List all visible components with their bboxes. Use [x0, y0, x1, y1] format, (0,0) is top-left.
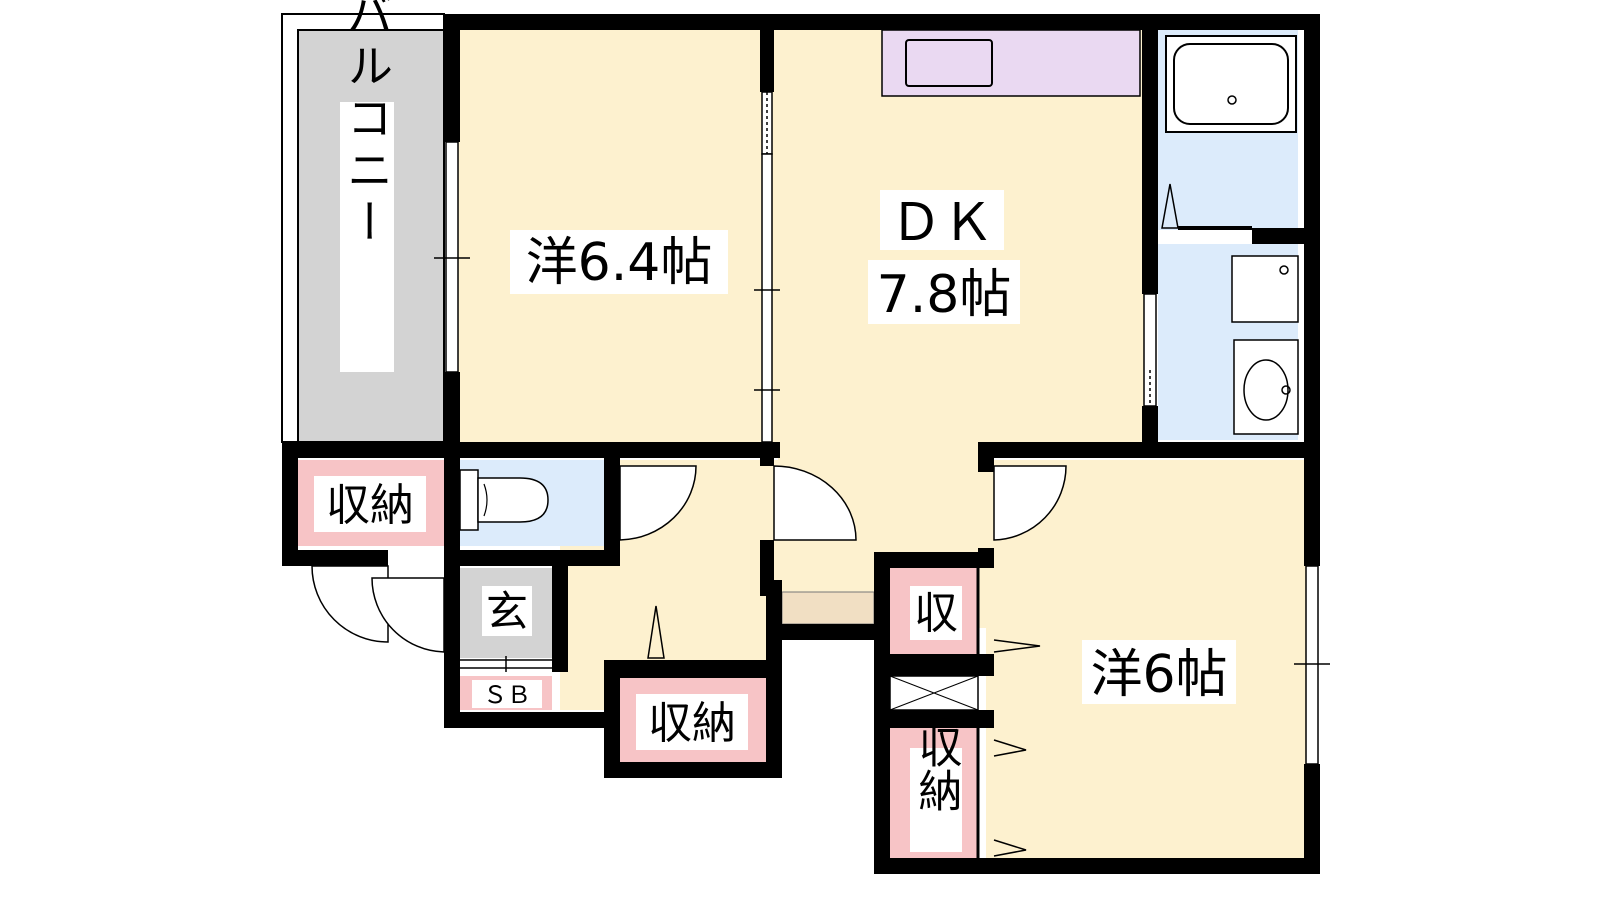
- hallway-step: [781, 591, 875, 625]
- balcony-label: バルコニー: [340, 0, 394, 250]
- storage-d-label: 収納: [911, 724, 962, 812]
- dk-size-label: 7.8帖: [877, 265, 1012, 325]
- toilet: [452, 460, 612, 546]
- doors: [311, 183, 1252, 858]
- storage-c-label: 収: [914, 588, 958, 639]
- washroom: [1158, 244, 1299, 440]
- storage-b-label: 収納: [648, 698, 736, 749]
- balcony: [281, 13, 445, 443]
- western-room-b-label: 洋6帖: [1090, 645, 1227, 705]
- windows: [434, 91, 1330, 765]
- pipe-space: [889, 675, 979, 711]
- kitchen-counter: [881, 29, 1141, 97]
- bathroom: [1158, 30, 1298, 230]
- dk-label: ＤＫ: [890, 193, 994, 253]
- storage-a-label: 収納: [326, 480, 414, 531]
- walls: [282, 14, 1320, 874]
- entrance-label: 玄: [486, 587, 528, 636]
- western-room-a-label: 洋6.4帖: [526, 233, 713, 293]
- shoe-box-label: ＳＢ: [483, 681, 531, 709]
